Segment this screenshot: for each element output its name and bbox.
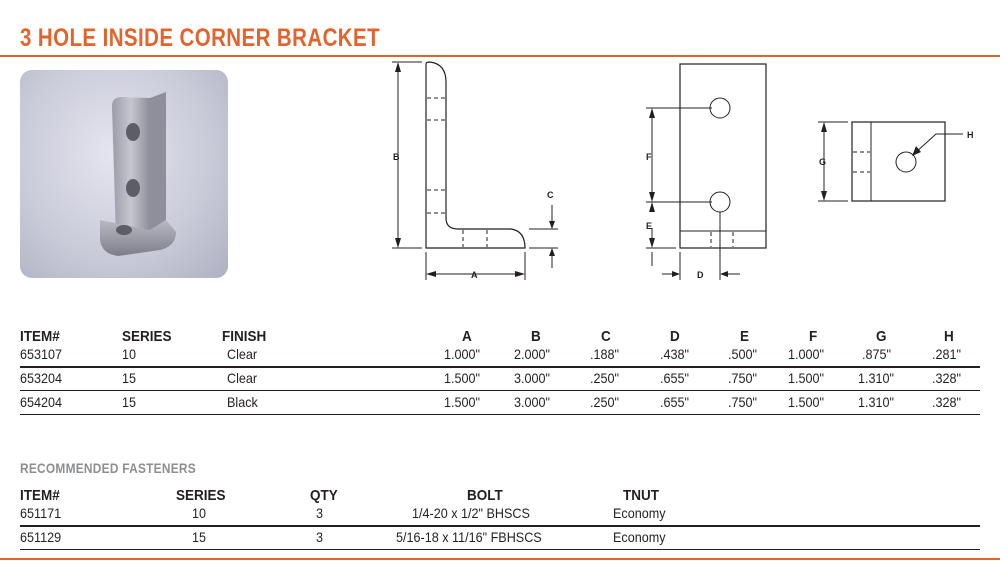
cell-series: 10 [192, 505, 207, 521]
cell-bolt: 1/4-20 x 1/2" BHSCS [412, 505, 530, 521]
cell-b: 3.000" [514, 394, 551, 410]
cell-finish: Black [227, 394, 258, 410]
cell-g: 1.310" [858, 370, 895, 386]
cell-d: .655" [660, 370, 689, 386]
title-rule [0, 55, 1000, 57]
cell-tnut: Economy [613, 505, 666, 521]
header-c: C [601, 328, 611, 345]
header-f: F [809, 328, 818, 345]
cell-f: 1.000" [788, 346, 825, 362]
dim-label-h: H [967, 130, 974, 140]
product-photo [20, 70, 228, 278]
row-divider [20, 390, 980, 391]
dim-label-a: A [471, 270, 478, 280]
cell-item: 653107 [20, 346, 63, 362]
bracket-photo-image [100, 92, 176, 256]
cell-h: .328" [932, 370, 961, 386]
row-divider [20, 549, 980, 550]
dimension-drawings: B A C F E D G H [392, 61, 974, 280]
cell-c: .250" [590, 370, 619, 386]
cell-a: 1.000" [444, 346, 481, 362]
dim-label-f: F [646, 152, 652, 162]
header-e: E [740, 328, 750, 345]
cell-b: 3.000" [514, 370, 551, 386]
cell-g: 1.310" [858, 394, 895, 410]
header-finish: FINISH [222, 328, 267, 345]
bottom-rule [0, 558, 1000, 560]
header-tnut: TNUT [623, 487, 659, 504]
header-h: H [944, 328, 954, 345]
cell-item: 651171 [20, 505, 62, 521]
cell-series: 15 [122, 370, 137, 386]
header-d: D [670, 328, 680, 345]
cell-c: .188" [590, 346, 619, 362]
row-divider [20, 525, 980, 527]
cell-a: 1.500" [444, 394, 481, 410]
page-title: 3 HOLE INSIDE CORNER BRACKET [20, 24, 381, 52]
dim-label-d: D [697, 270, 704, 280]
fasteners-heading: RECOMMENDED FASTENERS [20, 460, 196, 476]
cell-f: 1.500" [788, 370, 825, 386]
cell-bolt: 5/16-18 x 11/16" FBHSCS [396, 529, 542, 545]
cell-finish: Clear [227, 346, 258, 362]
cell-series: 15 [192, 529, 207, 545]
dim-label-c: C [547, 190, 554, 200]
dim-label-b: B [393, 152, 400, 162]
dim-label-g: G [819, 157, 826, 167]
row-divider [20, 414, 980, 415]
header-qty: QTY [310, 487, 338, 504]
cell-item: 653204 [20, 370, 63, 386]
cell-item: 654204 [20, 394, 63, 410]
cell-e: .500" [728, 346, 757, 362]
cell-g: .875" [862, 346, 891, 362]
header-g: G [876, 328, 887, 345]
cell-series: 15 [122, 394, 137, 410]
cell-series: 10 [122, 346, 137, 362]
cell-finish: Clear [227, 370, 258, 386]
cell-h: .281" [932, 346, 961, 362]
cell-e: .750" [728, 394, 757, 410]
cell-a: 1.500" [444, 370, 481, 386]
cell-qty: 3 [316, 505, 324, 521]
header-b: B [531, 328, 541, 345]
header-series: SERIES [122, 328, 172, 345]
cell-qty: 3 [316, 529, 324, 545]
cell-d: .438" [660, 346, 689, 362]
header-item: ITEM# [20, 487, 60, 504]
header-item: ITEM# [20, 328, 60, 345]
row-divider [20, 366, 980, 368]
header-a: A [462, 328, 472, 345]
cell-h: .328" [932, 394, 961, 410]
dim-label-e: E [646, 221, 652, 231]
cell-b: 2.000" [514, 346, 551, 362]
cell-item: 651129 [20, 529, 62, 545]
cell-tnut: Economy [613, 529, 666, 545]
header-bolt: BOLT [467, 487, 503, 504]
cell-c: .250" [590, 394, 619, 410]
header-series: SERIES [176, 487, 226, 504]
cell-f: 1.500" [788, 394, 825, 410]
cell-e: .750" [728, 370, 757, 386]
cell-d: .655" [660, 394, 689, 410]
